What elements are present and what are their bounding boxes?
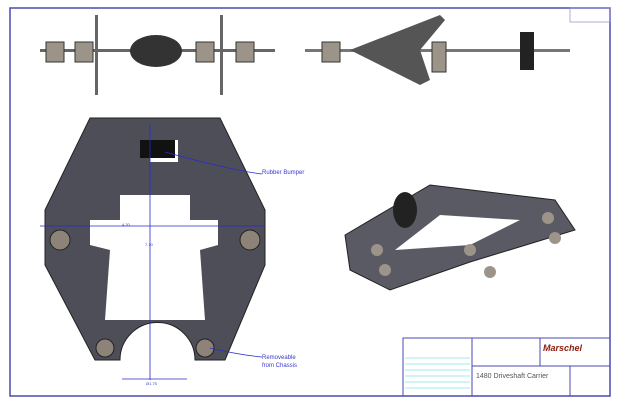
- part-name: 1480 Driveshaft Carrier: [476, 373, 549, 380]
- rubber-bumper-callout: Rubber Bumper: [262, 170, 305, 176]
- width-dimension: 4.20: [122, 222, 130, 227]
- company-logo: Marschel: [543, 343, 583, 353]
- dimension-lines: [40, 125, 265, 380]
- side-view: [305, 15, 570, 85]
- removable-callout: Removeable: [262, 355, 296, 361]
- hole-dimension: Ø1.75: [146, 381, 157, 386]
- height-dimension: 7.10: [145, 242, 153, 247]
- revision-box: [569, 7, 611, 23]
- title-block: [402, 337, 611, 397]
- front-view: [40, 15, 275, 95]
- sheet-border: [9, 7, 611, 397]
- plan-view: [44, 117, 266, 361]
- isometric-view: [344, 184, 576, 291]
- removable-callout-2: from Chassis: [262, 363, 298, 369]
